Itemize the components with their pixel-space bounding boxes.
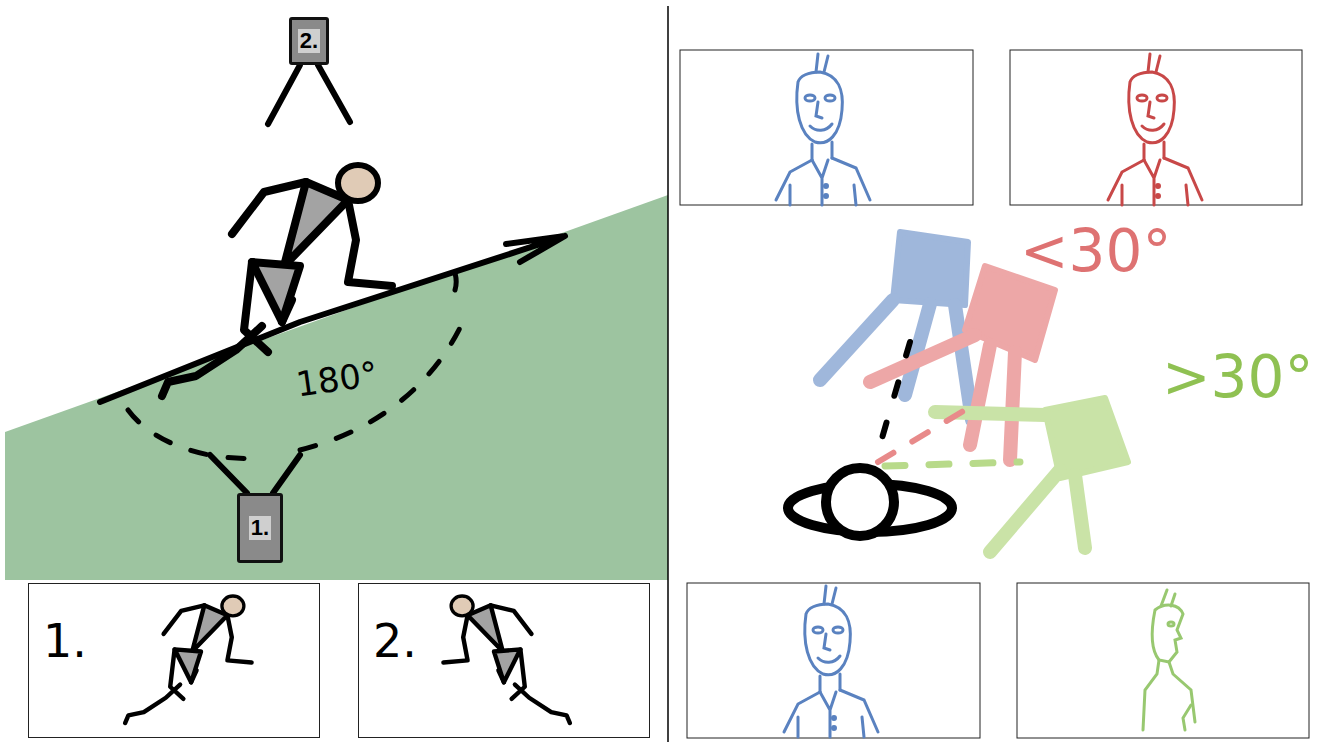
shot-number: 2.: [373, 618, 417, 664]
camera-number: 1.: [249, 516, 271, 540]
shot-frame: 2.: [358, 583, 650, 738]
shot-number: 1.: [43, 618, 87, 664]
camera-number: 2.: [298, 29, 320, 53]
angle-label: >30°: [1162, 348, 1313, 406]
angle-label: 180°: [294, 356, 380, 401]
shot-frame: 1.: [28, 583, 320, 738]
angle-label: <30°: [1020, 222, 1171, 280]
camera-box: 1.: [237, 493, 283, 563]
camera-box: 2.: [289, 17, 329, 65]
